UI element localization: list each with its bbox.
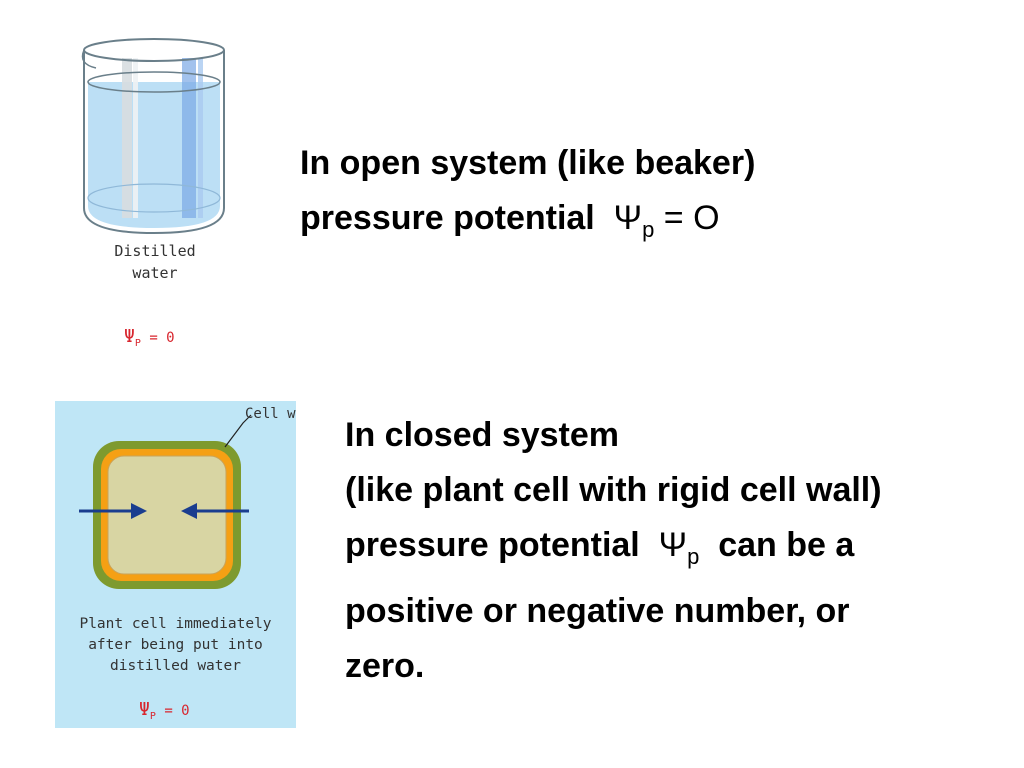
psi-subscript: P <box>149 710 156 722</box>
psi-value: = 0 <box>149 330 175 346</box>
arrow-left-icon <box>181 503 249 519</box>
open-system-line1: In open system (like beaker) <box>300 144 756 182</box>
cell-psi-label: ΨP = 0 <box>139 699 190 722</box>
callout-line <box>224 414 252 448</box>
closed-system-prefix: pressure potential <box>345 526 640 564</box>
psi-subscript: P <box>134 337 141 349</box>
plant-cell-figure: Cell w Plant cell immediately after bein… <box>55 401 296 728</box>
closed-system-line1: In closed system <box>345 416 620 454</box>
closed-system-line5: zero. <box>345 646 425 685</box>
open-system-text: In open system (like beaker) pressure po… <box>300 136 755 257</box>
beaker-caption: Distilled water <box>114 242 196 282</box>
cell-wall-callout: Cell w <box>245 406 296 422</box>
psi-symbol: Ψ <box>613 199 643 237</box>
psi-subscript: p <box>687 543 700 569</box>
psi-value: = 0 <box>164 703 190 719</box>
open-system-line2: pressure potential Ψp = O <box>300 191 755 257</box>
closed-system-line2: (like plant cell with rigid cell wall) <box>345 471 882 509</box>
beaker-psi-label: ΨP = 0 <box>124 326 175 349</box>
beaker-illustration <box>81 38 225 235</box>
arrow-right-icon <box>79 503 147 519</box>
cell-caption: Plant cell immediately after being put i… <box>79 616 272 674</box>
closed-system-text: In closed system (like plant cell with r… <box>345 408 882 694</box>
closed-system-line4: positive or negative number, or <box>345 591 850 630</box>
psi-symbol: Ψ <box>124 326 135 347</box>
open-system-prefix: pressure potential <box>300 199 595 237</box>
closed-system-line3: pressure potential Ψp can be a <box>345 518 882 584</box>
psi-equals: = O <box>663 199 720 237</box>
plant-cell-illustration <box>79 414 252 589</box>
beaker-figure: Distilled water ΨP = 0 <box>70 28 240 358</box>
psi-symbol: Ψ <box>139 699 150 720</box>
psi-subscript: p <box>642 216 655 242</box>
closed-system-suffix: can be a <box>718 526 855 564</box>
psi-symbol: Ψ <box>658 526 688 564</box>
